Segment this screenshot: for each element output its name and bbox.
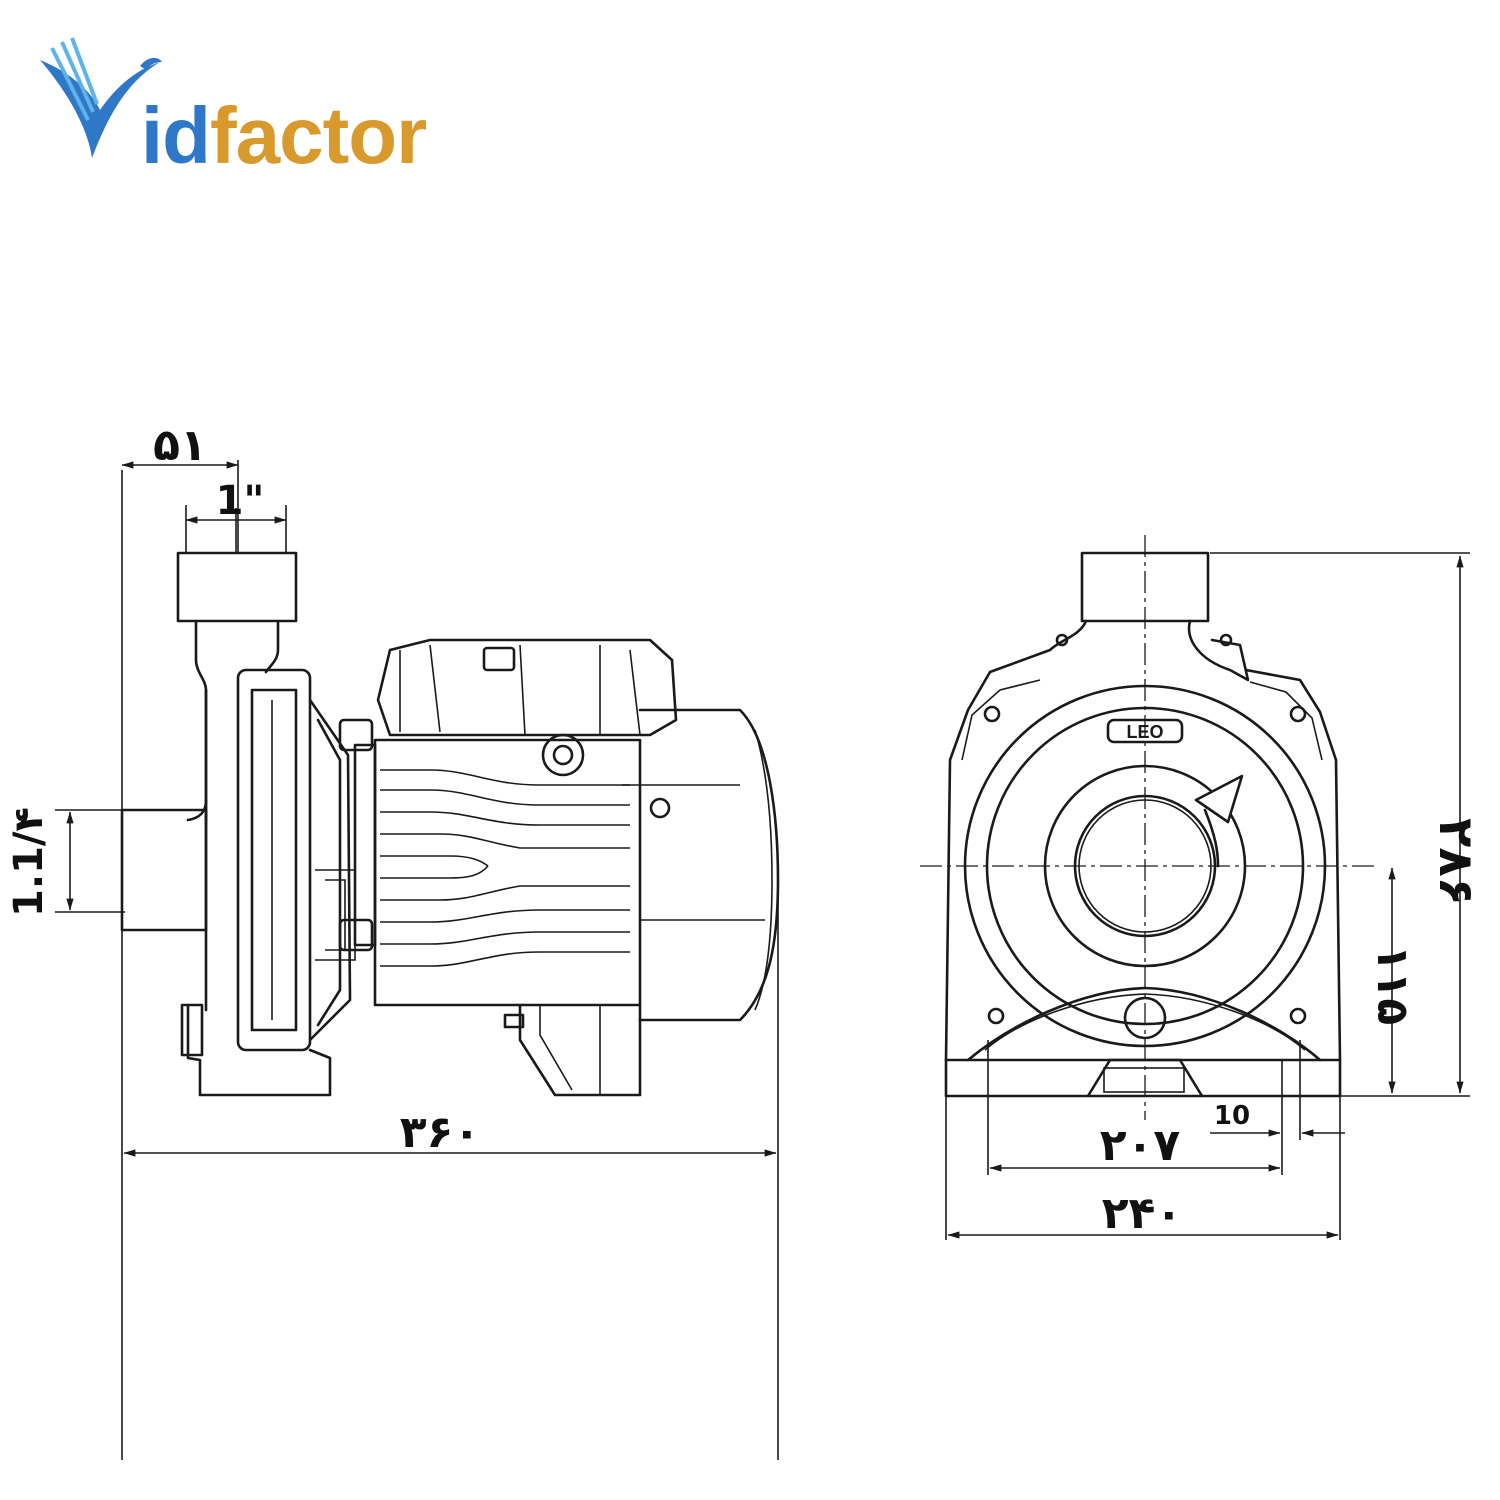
front-base-arch [966, 986, 1322, 1062]
pump-front-view: LEO [920, 535, 1470, 1240]
outlet-flange [176, 551, 298, 623]
brand-wordmark: Vidfactor [90, 96, 427, 176]
bolt [983, 705, 1001, 723]
motor-foot [518, 1003, 642, 1097]
side-base-foot [186, 1003, 332, 1097]
dim-foot-spacing: ۲۰۷ [1100, 1120, 1181, 1171]
drain-plug [1123, 996, 1167, 1040]
cable-gland [541, 733, 585, 777]
motor-end-cap [638, 708, 780, 1022]
bird-icon [40, 37, 162, 158]
bolt [1289, 1007, 1307, 1025]
side-dimensions [55, 460, 779, 1460]
outlet-neck-left [194, 619, 208, 822]
dim-outlet-size: 1" [216, 478, 265, 524]
dim-top-offset: ۵۱ [153, 420, 207, 471]
dim-overall-length: ۳۶۰ [400, 1107, 481, 1158]
dim-base-width: ۲۴۰ [1102, 1188, 1183, 1239]
pump-brand-label: LEO [1126, 722, 1163, 742]
dim-foot-offset: 10 [1214, 1101, 1250, 1131]
brand-wordmark-factor: factor [210, 91, 427, 180]
dimension-labels: ۵۱ 1" 1.1/۴ ۳۶۰ ۲۸۶ ۱۱۵ 10 ۲۰۷ ۲۴۰ [6, 420, 1484, 1239]
brand-wordmark-id: id [140, 91, 211, 180]
bolt [1289, 705, 1307, 723]
inlet-pipe [120, 808, 208, 932]
rotation-arrow-icon [1203, 808, 1220, 868]
brand-logo: V idfactor [40, 37, 162, 158]
brand-wordmark-rest: idfactor [140, 91, 427, 180]
brand-plate [1106, 718, 1184, 744]
dim-shaft-height: ۱۱۵ [1367, 945, 1418, 1026]
volute-casing [236, 668, 312, 1052]
bolt [987, 1007, 1005, 1025]
front-dimensions [945, 552, 1470, 1240]
pump-side-view [55, 460, 780, 1460]
motor-fins [380, 769, 630, 967]
outlet-neck-right [264, 619, 280, 674]
terminal-box [376, 638, 678, 737]
dim-inlet-size: 1.1/۴ [6, 807, 52, 917]
dim-overall-height: ۲۸۶ [1428, 818, 1484, 906]
